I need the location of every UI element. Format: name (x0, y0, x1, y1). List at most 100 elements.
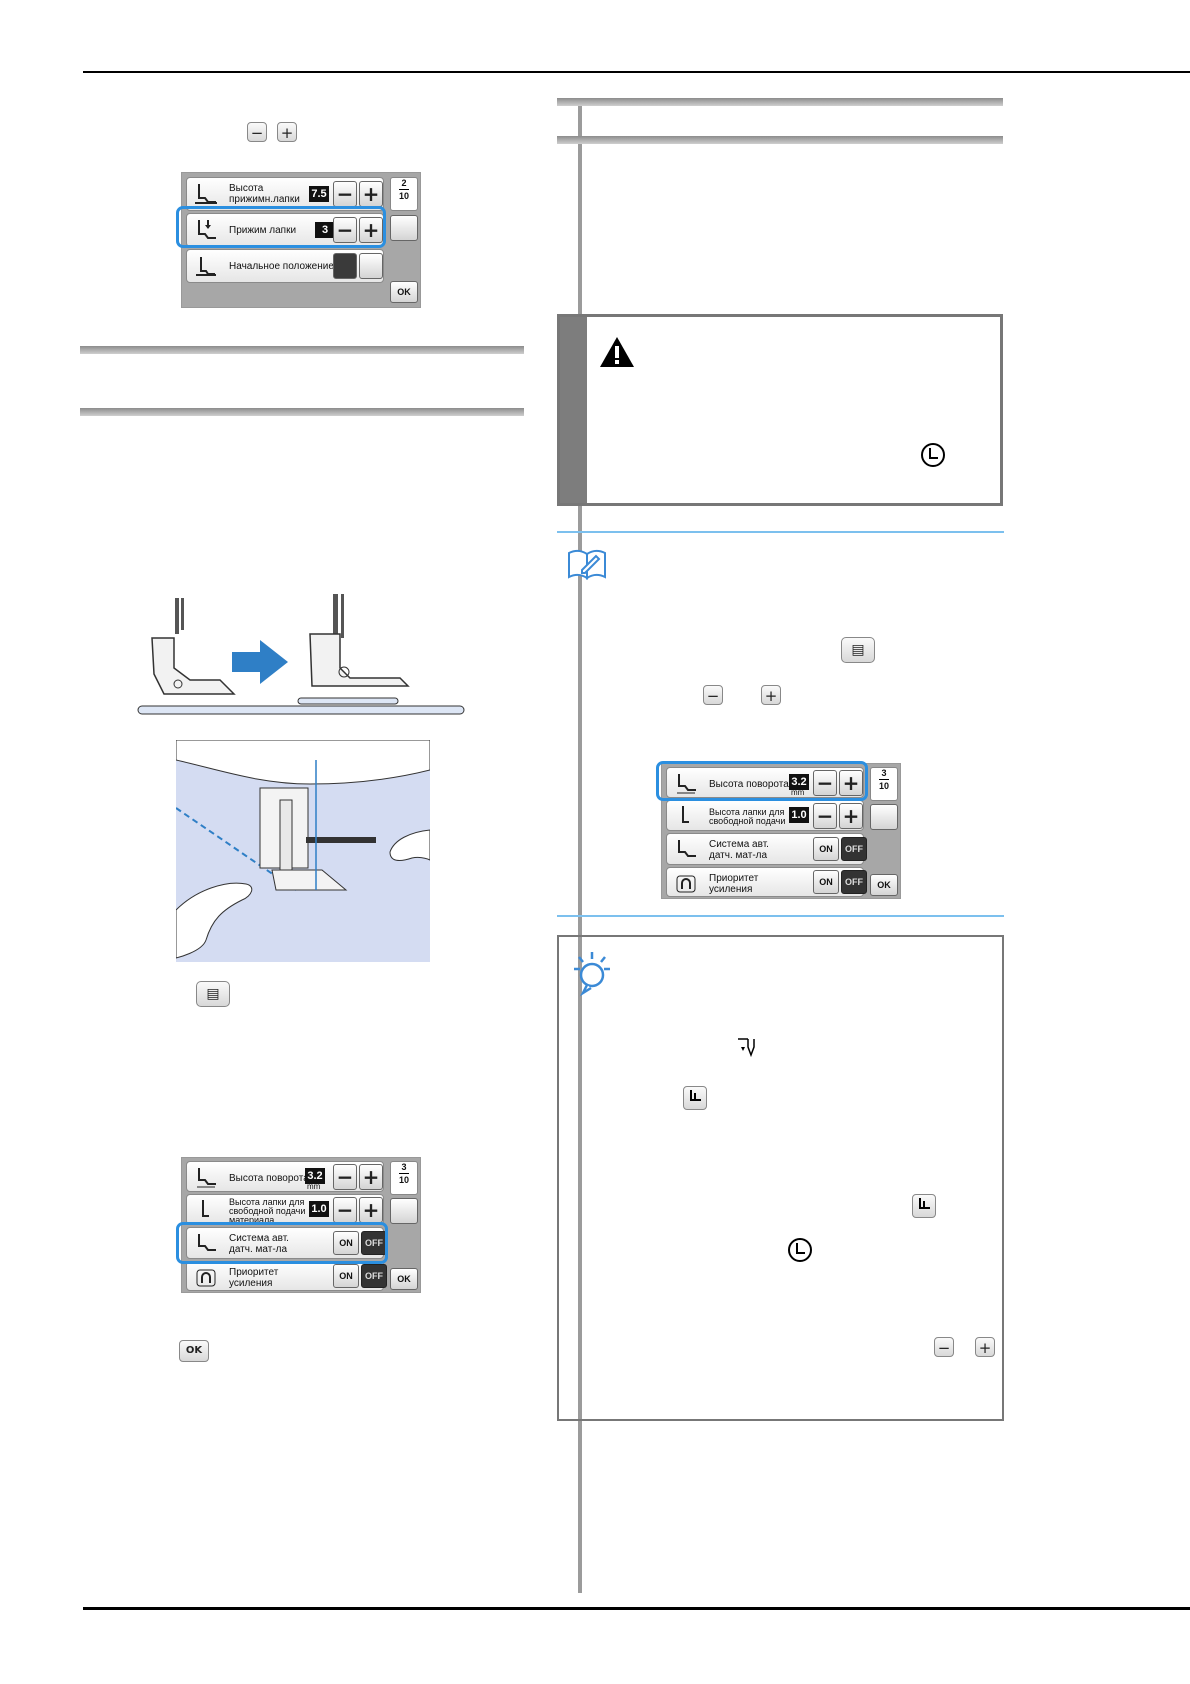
row-label: Система авт. датч. мат-ла (709, 839, 769, 861)
pivot-key-icon (912, 1194, 936, 1218)
initial-position-icon (196, 257, 216, 276)
ok-button[interactable]: OK (390, 1268, 418, 1290)
reinforcement-icon (676, 875, 696, 893)
decrease-button[interactable]: − (333, 1164, 357, 1190)
on-button[interactable]: ON (813, 837, 839, 861)
row-pivot-height: Высота поворота 3.2 mm − + (666, 767, 864, 798)
presser-foot-lifter-icon (788, 1238, 812, 1262)
pivot-height-icon (197, 1168, 216, 1188)
ok-button[interactable]: OK (390, 281, 418, 303)
section-heading-bar (80, 346, 524, 354)
on-button[interactable]: ON (333, 1264, 359, 1288)
row-value: 3.2 (789, 774, 809, 790)
presser-foot-pressure-icon (198, 220, 216, 239)
page-total: 10 (398, 1173, 409, 1185)
increase-button[interactable]: + (359, 217, 383, 243)
machine-settings-button[interactable] (390, 215, 418, 241)
page-indicator[interactable]: 2 10 (390, 177, 418, 211)
off-button[interactable]: OFF (841, 870, 867, 894)
settings-panel-presser-foot: Высота прижимн.лапки 7.5 − + Прижим лапк… (181, 172, 421, 308)
page-number: 3 (401, 1162, 407, 1172)
row-auto-fabric-sensor: Система авт. датч. мат-ла ON OFF (666, 833, 867, 865)
row-label: Система авт. датч. мат-ла (229, 1233, 289, 1255)
decrease-button[interactable]: − (333, 217, 357, 243)
machine-settings-button[interactable] (390, 1198, 418, 1224)
page-total: 10 (398, 189, 409, 201)
row-value: 3.2 (305, 1168, 325, 1184)
row-unit: mm (307, 1182, 321, 1191)
plus-key-icon: + (277, 122, 297, 142)
page-total: 10 (878, 779, 889, 791)
row-label: Высота лапки для свободной подачи (709, 807, 786, 826)
ok-key-icon: OK (179, 1340, 209, 1362)
on-button[interactable]: ON (333, 1231, 359, 1255)
row-value: 1.0 (309, 1201, 329, 1217)
minus-key-icon: − (934, 1337, 954, 1357)
on-button[interactable]: ON (813, 870, 839, 894)
row-value: 3 (315, 222, 335, 238)
increase-button[interactable]: + (359, 1164, 383, 1190)
row-label: Высота поворота (229, 1172, 309, 1184)
section-heading-bar (557, 98, 1003, 106)
row-label: Прижим лапки (229, 224, 297, 236)
top-rule (83, 71, 1190, 73)
settings-panel-fabric-sensor: Высота поворота 3.2 mm − + Высота лапки … (181, 1157, 421, 1293)
off-button[interactable]: OFF (361, 1264, 387, 1288)
row-label: Приоритет усиления (709, 873, 759, 895)
foot-up-button[interactable] (359, 253, 383, 279)
minus-key-icon: − (703, 685, 723, 705)
increase-button[interactable]: + (359, 1197, 383, 1223)
row-unit: mm (791, 788, 805, 797)
decrease-button[interactable]: − (333, 181, 357, 207)
plus-key-icon: + (975, 1337, 995, 1357)
settings-key-icon: ▤ (841, 637, 875, 663)
highlight-frame (656, 761, 868, 801)
decrease-button[interactable]: − (333, 1197, 357, 1223)
pivot-key-icon (683, 1086, 707, 1110)
page-indicator[interactable]: 3 10 (390, 1161, 418, 1195)
needle-position-icon (738, 1038, 755, 1057)
increase-button[interactable]: + (359, 181, 383, 207)
bottom-rule (83, 1607, 1190, 1610)
free-motion-foot-icon (202, 1200, 209, 1217)
section-heading-bar (557, 136, 1003, 144)
row-pivot-height: Высота поворота 3.2 mm − + (186, 1161, 384, 1192)
increase-button[interactable]: + (839, 770, 863, 796)
memo-icon (568, 549, 606, 580)
reinforcement-icon (196, 1269, 216, 1287)
warning-icon (600, 337, 634, 367)
sewing-illustration (176, 740, 430, 962)
row-label: Высота поворота (709, 778, 789, 790)
ok-button[interactable]: OK (870, 874, 898, 896)
settings-panel-pivot-height: Высота поворота 3.2 mm − + Высота лапки … (661, 763, 901, 899)
row-auto-fabric-sensor: Система авт. датч. мат-ла ON OFF (186, 1227, 387, 1259)
presser-foot-illustration (137, 594, 465, 715)
row-free-motion-height: Высота лапки для свободной подачи матери… (186, 1194, 384, 1225)
row-reinforcement-priority: Приоритет усиления ON OFF (666, 867, 867, 897)
free-motion-foot-icon (682, 806, 689, 823)
caution-strip (560, 317, 587, 503)
minus-key-icon: − (247, 122, 267, 142)
section-heading-bar (80, 408, 524, 416)
caution-box (557, 314, 1003, 506)
decrease-button[interactable]: − (813, 770, 837, 796)
arrow-icon (232, 640, 288, 684)
machine-settings-button[interactable] (870, 804, 898, 830)
highlight-frame (176, 1222, 388, 1264)
row-label: Начальное положение (229, 260, 334, 272)
page-indicator[interactable]: 3 10 (870, 767, 898, 801)
fabric-sensor-icon (678, 840, 696, 857)
row-label: Высота лапки для свободной подачи матери… (229, 1196, 306, 1225)
row-value: 7.5 (309, 186, 329, 202)
settings-key-icon: ▤ (196, 981, 230, 1007)
fabric-sensor-icon (198, 1234, 216, 1251)
memo-bottom-line (557, 915, 1004, 917)
foot-down-button[interactable] (333, 253, 357, 279)
row-presser-foot-height: Высота прижимн.лапки 7.5 − + (186, 177, 384, 211)
row-presser-foot-pressure: Прижим лапки 3 − + (186, 213, 384, 247)
decrease-button[interactable]: − (813, 803, 837, 829)
page-number: 2 (401, 178, 407, 188)
increase-button[interactable]: + (839, 803, 863, 829)
highlight-frame (176, 206, 386, 248)
off-button[interactable]: OFF (841, 837, 867, 861)
